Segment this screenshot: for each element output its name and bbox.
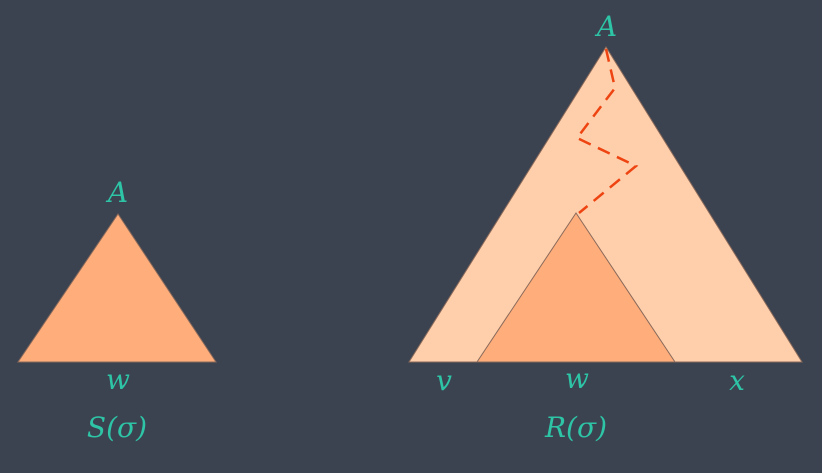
right-base-mid-label: w [565, 362, 589, 395]
left-subtree-triangle [17, 213, 217, 363]
right-tree: A v w x R(σ) [408, 10, 803, 444]
dashed-path [575, 48, 639, 214]
right-caption: R(σ) [544, 411, 607, 444]
inner-subtree-triangle [476, 212, 676, 363]
right-base-right-label: x [729, 364, 745, 397]
left-caption: S(σ) [87, 411, 147, 444]
left-tree: A w S(σ) [17, 176, 217, 444]
left-base-label: w [106, 363, 130, 396]
right-apex-label: A [594, 10, 617, 43]
left-apex-label: A [105, 176, 128, 209]
right-base-left-label: v [436, 364, 452, 397]
